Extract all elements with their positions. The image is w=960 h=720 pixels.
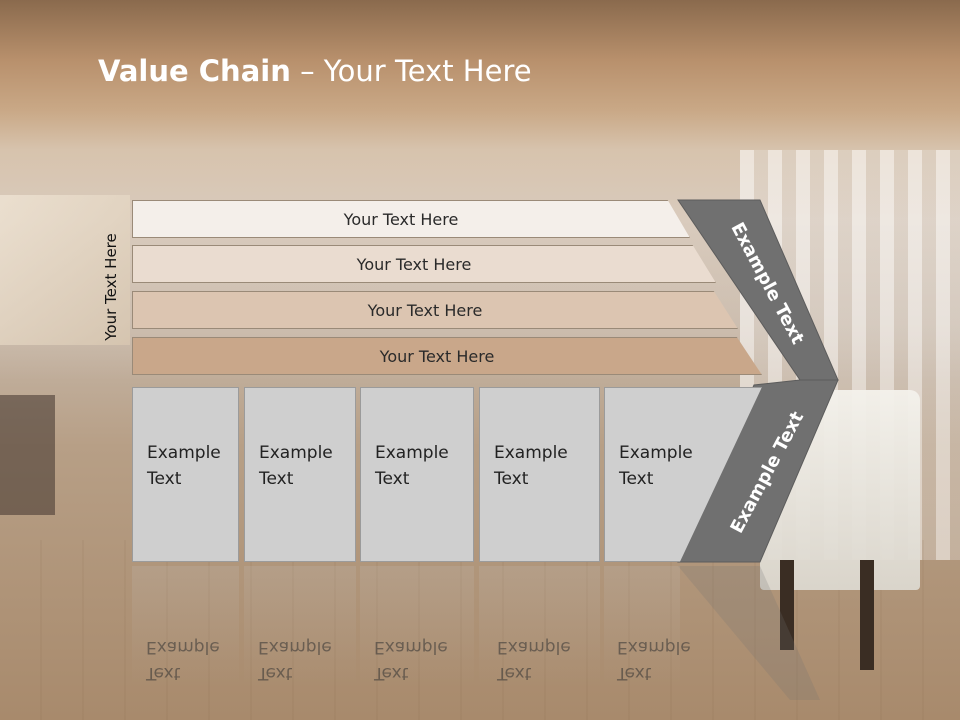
box-1-line1: Example [147,443,221,463]
chair-leg [860,560,874,670]
box-4[interactable]: Example Text [479,387,600,562]
bar-2[interactable]: Your Text Here [132,245,716,283]
bar-3[interactable]: Your Text Here [132,291,738,329]
box-2-line2: Text [259,469,294,489]
box-1[interactable]: Example Text [132,387,239,562]
box-2[interactable]: Example Text [244,387,356,562]
box-5-line2: Text [619,469,654,489]
bar-4[interactable]: Your Text Here [132,337,762,375]
chair-leg [780,560,794,650]
bar-2-label: Your Text Here [356,254,472,274]
wall-art [0,195,130,345]
box-2-line1: Example [259,443,333,463]
arrow-lower [677,379,839,563]
bar-1-label: Your Text Here [343,209,459,229]
bar-3-label: Your Text Here [367,300,483,320]
slide-title: Value Chain – Your Text Here [98,54,532,88]
box-3[interactable]: Example Text [360,387,474,562]
sofa [0,395,55,515]
box-3-line1: Example [375,443,449,463]
bar-1[interactable]: Your Text Here [132,200,690,238]
box-4-line1: Example [494,443,568,463]
title-bold: Value Chain [98,54,291,88]
box-1-line2: Text [147,469,182,489]
box-3-line2: Text [375,469,410,489]
box-5-line1: Example [619,443,693,463]
bar-4-label: Your Text Here [379,346,495,366]
title-rest: – Your Text Here [290,54,532,88]
box-4-line2: Text [494,469,529,489]
arrow-reflection [678,566,820,700]
